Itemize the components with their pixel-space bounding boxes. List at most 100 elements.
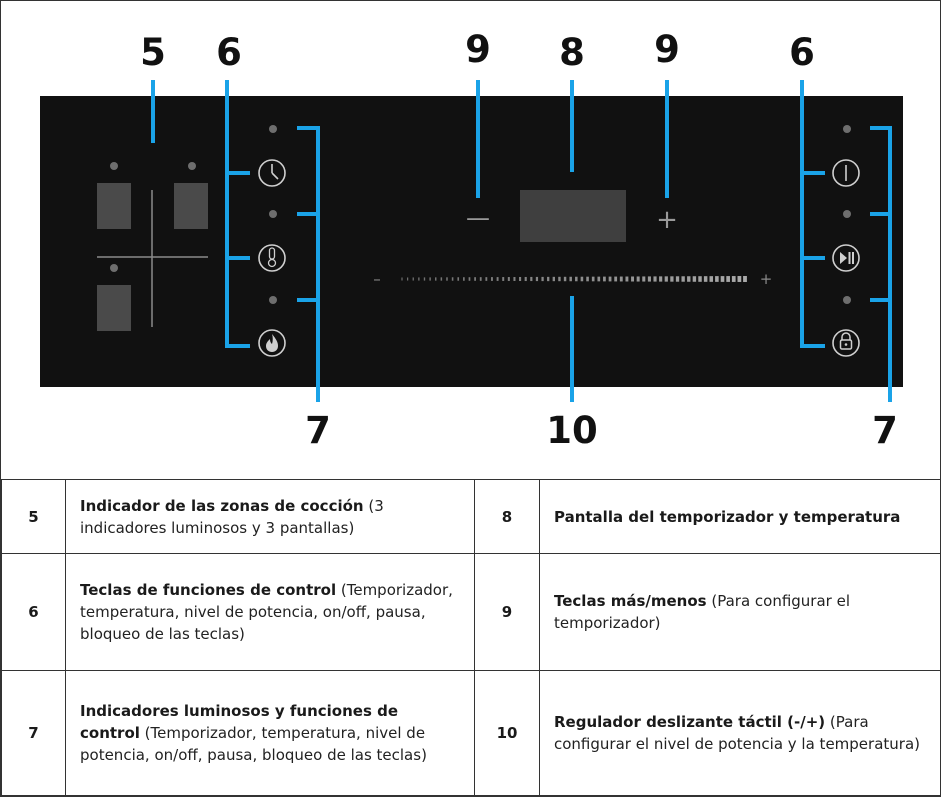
legend-row: 7 Indicadores luminosos y funciones de c… [1,670,941,796]
slider-tick [692,276,697,282]
slider-tick [681,276,685,282]
zone-indicator-light [110,264,118,272]
slider-tick [653,276,657,282]
slider-tick [720,276,725,282]
power-icon[interactable] [832,159,860,187]
slider-tick [496,277,499,281]
slider-tick [575,276,578,282]
legend-detail: (3 indicadores luminosos y 3 pantallas) [80,496,384,537]
zone-indicator-light [110,162,118,170]
slider-tick [703,276,708,282]
slider-tick [513,277,516,281]
flame-icon[interactable] [258,329,286,357]
legend-detail: (Temporizador, temperatura, nivel de pot… [80,724,427,764]
zone-display [97,285,131,331]
callout-number-5: 5 [140,31,166,74]
legend-number: 8 [474,479,540,554]
zone-display [97,183,131,229]
slider-tick [642,276,646,282]
lock-icon[interactable] [832,329,860,357]
callout-number-9-right: 9 [654,28,680,71]
legend-number: 9 [474,553,540,671]
callout-number-10: 10 [546,409,598,452]
legend-number: 5 [1,479,66,554]
zone-indicator-light [188,162,196,170]
slider-tick [412,277,414,281]
callout-number-7-right: 7 [872,409,898,452]
cooking-zone-indicator [97,162,208,331]
slider-tick [659,276,663,282]
callout-number-8: 8 [559,31,585,74]
callout-bracket-6-right [800,80,825,348]
legend-number: 7 [1,670,66,796]
slider-tick [418,277,420,281]
legend-description: Teclas de funciones de control (Temporiz… [65,553,475,671]
slider-tick [485,277,488,281]
slider-tick [631,276,635,282]
indicator-light [269,296,277,304]
slider-tick [474,277,476,281]
slider-tick [547,276,550,282]
control-panel-diagram: — + – + [40,28,903,452]
slider-tick [463,277,465,281]
slider-tick [597,276,601,282]
callout-number-6-left: 6 [216,31,242,74]
thermometer-icon[interactable] [258,244,286,272]
legend-description: Indicador de las zonas de cocción (3 ind… [65,479,475,554]
slider-minus-label: – [373,270,381,288]
legend-detail: (Para configurar el temporizador) [554,592,851,632]
slider-tick [731,276,736,282]
slider-tick [435,277,437,281]
legend-table: 5 Indicador de las zonas de cocción (3 i… [1,479,941,796]
minus-key[interactable]: — [466,204,490,232]
legend-number: 10 [474,670,540,796]
legend-row: 5 Indicador de las zonas de cocción (3 i… [1,479,941,554]
slider-tick [726,276,730,282]
indicator-light [843,296,851,304]
slider-tick [603,276,606,282]
slider-tick [586,276,589,282]
indicator-light [843,125,851,133]
callout-lines [151,80,892,402]
slider-plus-label: + [760,270,773,288]
plus-key[interactable]: + [656,205,678,235]
slider-tick [625,276,629,282]
slider-tick [507,277,510,281]
legend-description: Pantalla del temporizador y temperatura [539,479,941,554]
slider-tick [737,276,742,282]
right-function-keys [832,125,860,357]
callout-bracket-7-right [870,126,892,402]
slider-tick [647,276,651,282]
slider-tick [552,276,555,282]
slider-tick [446,277,448,281]
slider-tick [743,276,747,282]
left-function-keys [258,125,286,357]
slider-tick [715,276,719,282]
legend-term: Pantalla del temporizador y temperatura [554,507,901,526]
clock-icon[interactable] [258,159,286,187]
slider-tick [479,277,482,281]
zone-display [174,183,208,229]
callout-bracket-6-left [225,80,250,348]
slider-tick [619,276,623,282]
slider-tick [491,277,493,281]
slider-tick [636,276,640,282]
slider-tick [457,277,460,281]
callout-number-6-right: 6 [789,31,815,74]
legend-term: Indicador de las zonas de cocción [80,496,364,515]
callout-bracket-7-left [297,126,320,402]
slider-tick [580,276,584,282]
slider-tick [541,276,544,282]
legend-row: 6 Teclas de funciones de control (Tempor… [1,553,941,671]
slider-tick [608,276,612,282]
slider-tick [563,276,567,282]
slider-tick [440,277,443,281]
touch-slider[interactable]: – + [373,270,772,288]
legend-description: Teclas más/menos (Para configurar el tem… [539,553,941,671]
slider-tick [401,277,403,281]
play-pause-icon[interactable] [832,244,860,272]
slider-tick [558,276,561,282]
slider-tick [698,276,702,282]
indicator-light [843,210,851,218]
slider-tick [614,276,618,282]
